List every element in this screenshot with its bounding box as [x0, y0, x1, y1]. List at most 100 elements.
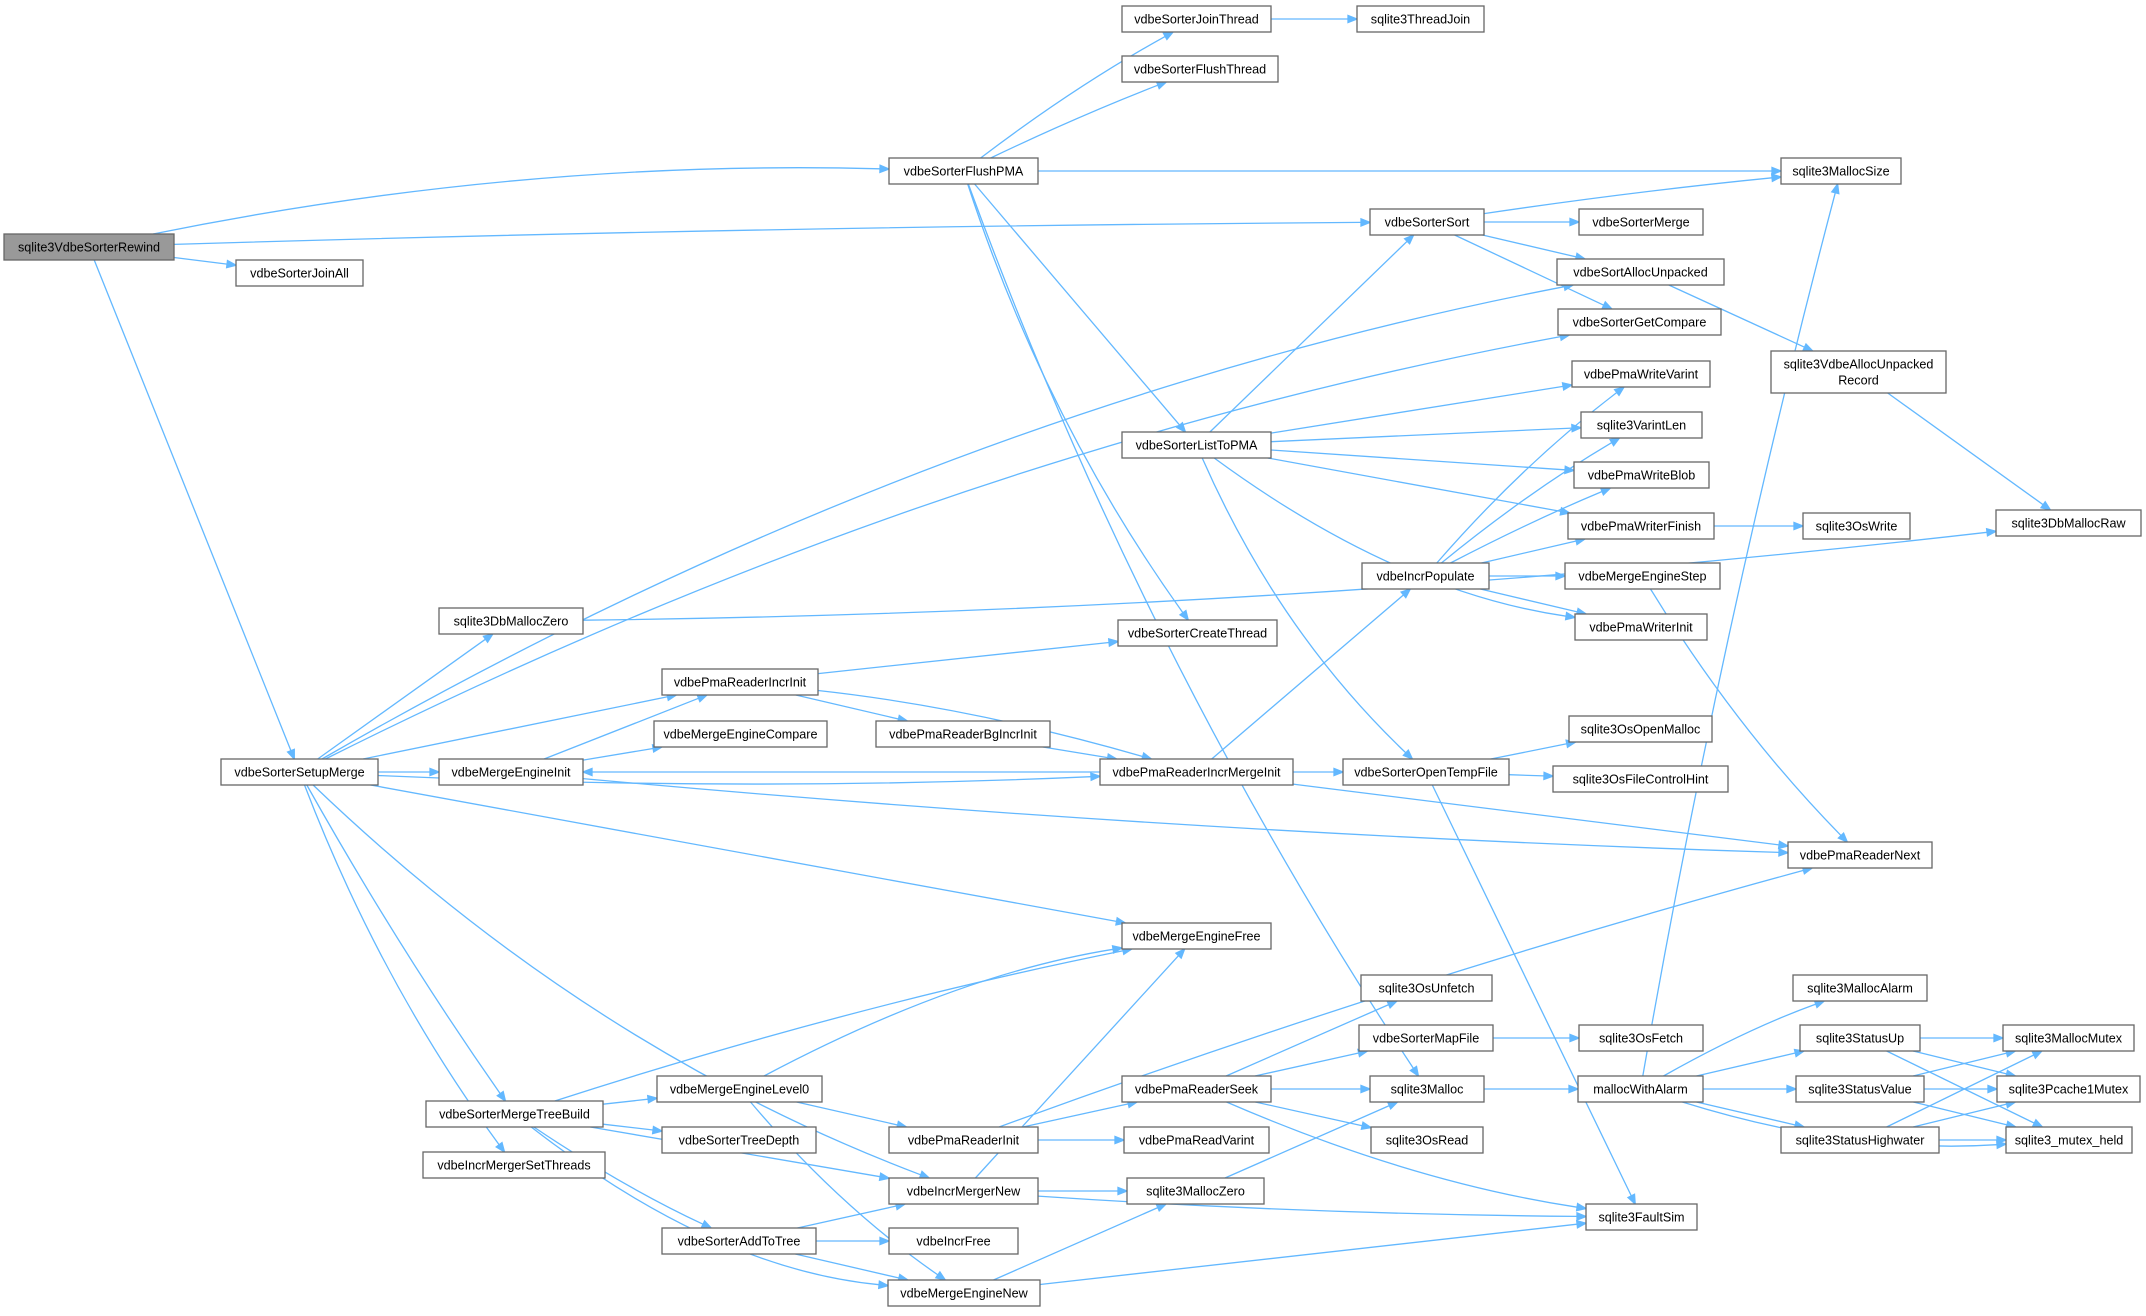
node-vdbePmaWriteBlob[interactable]: vdbePmaWriteBlob: [1573, 461, 1710, 489]
node-vdbeSorterOpenTempFile[interactable]: vdbeSorterOpenTempFile: [1342, 758, 1510, 786]
node-sqlite3OsUnfetch[interactable]: sqlite3OsUnfetch: [1360, 974, 1493, 1002]
node-box: [235, 259, 364, 287]
node-sqlite3ThreadJoin[interactable]: sqlite3ThreadJoin: [1356, 5, 1485, 33]
edge-line: [990, 84, 1159, 159]
node-vdbeSorterCreateThread[interactable]: vdbeSorterCreateThread: [1117, 619, 1278, 647]
node-sqlite3StatusHighwater[interactable]: sqlite3StatusHighwater: [1780, 1126, 1940, 1154]
node-vdbeSorterJoinThread[interactable]: vdbeSorterJoinThread: [1121, 5, 1272, 33]
node-label: vdbeSorterFlushThread: [1134, 63, 1266, 77]
edge-line: [1490, 743, 1567, 760]
node-sqlite3OsWrite[interactable]: sqlite3OsWrite: [1802, 512, 1911, 540]
node-vdbeSortAllocUnpacked[interactable]: vdbeSortAllocUnpacked: [1556, 258, 1725, 286]
edge-line: [1254, 1052, 1359, 1077]
edge-line: [602, 1098, 649, 1105]
node-sqlite3FaultSim[interactable]: sqlite3FaultSim: [1585, 1203, 1698, 1231]
node-sqlite3MallocSize[interactable]: sqlite3MallocSize: [1780, 157, 1902, 185]
node-vdbePmaReaderInit[interactable]: vdbePmaReaderInit: [888, 1126, 1039, 1154]
node-vdbePmaReadVarint[interactable]: vdbePmaReadVarint: [1123, 1126, 1270, 1154]
node-vdbePmaWriterInit[interactable]: vdbePmaWriterInit: [1574, 613, 1708, 641]
node-vdbeSorterListToPMA[interactable]: vdbeSorterListToPMA: [1121, 431, 1272, 459]
arrowhead-icon: [1575, 1202, 1588, 1212]
edge-line: [1042, 746, 1108, 759]
node-vdbeMergeEngineFree[interactable]: vdbeMergeEngineFree: [1121, 922, 1272, 950]
node-sqlite3OsOpenMalloc[interactable]: sqlite3OsOpenMalloc: [1568, 715, 1713, 743]
node-sqlite3MallocAlarm[interactable]: sqlite3MallocAlarm: [1792, 974, 1928, 1002]
node-box: [1121, 922, 1272, 950]
node-sqlite3OsRead[interactable]: sqlite3OsRead: [1370, 1126, 1484, 1154]
node-vdbeMergeEngineInit[interactable]: vdbeMergeEngineInit: [438, 758, 584, 786]
node-sqlite3MallocZero[interactable]: sqlite3MallocZero: [1126, 1177, 1265, 1205]
node-vdbeSorterAddToTree[interactable]: vdbeSorterAddToTree: [661, 1227, 817, 1255]
node-box: [1578, 1024, 1704, 1052]
node-vdbeIncrPopulate[interactable]: vdbeIncrPopulate: [1361, 562, 1490, 590]
node-label: vdbePmaWriterFinish: [1581, 520, 1701, 534]
node-label: vdbePmaWriterInit: [1589, 621, 1693, 635]
node-sqlite3StatusUp[interactable]: sqlite3StatusUp: [1799, 1024, 1921, 1052]
node-label: sqlite3VdbeSorterRewind: [18, 241, 160, 255]
node-vdbeIncrMergerNew[interactable]: vdbeIncrMergerNew: [888, 1177, 1039, 1205]
node-vdbeSorterFlushThread[interactable]: vdbeSorterFlushThread: [1121, 55, 1279, 83]
node-vdbePmaWriteVarint[interactable]: vdbePmaWriteVarint: [1571, 360, 1711, 388]
node-sqlite3VdbeSorterRewind[interactable]: sqlite3VdbeSorterRewind: [3, 233, 175, 261]
arrowhead-icon: [1626, 1193, 1636, 1206]
arrowhead-icon: [934, 1270, 947, 1282]
edge-line: [1696, 1101, 1796, 1126]
edge-line: [1431, 784, 1632, 1197]
node-label: vdbeIncrMergerNew: [907, 1185, 1021, 1199]
node-vdbeSorterMergeTreeBuild[interactable]: vdbeSorterMergeTreeBuild: [425, 1100, 604, 1128]
edge-line: [173, 256, 228, 265]
node-vdbePmaReaderBgIncrInit[interactable]: vdbePmaReaderBgIncrInit: [875, 720, 1051, 748]
node-vdbeMergeEngineStep[interactable]: vdbeMergeEngineStep: [1564, 562, 1721, 590]
node-vdbeIncrFree[interactable]: vdbeIncrFree: [888, 1227, 1019, 1255]
call-edge-vdbeMergeEngineLevel0-to-vdbePmaReaderInit: [796, 1101, 909, 1130]
node-vdbeSorterSetupMerge[interactable]: vdbeSorterSetupMerge: [220, 758, 379, 786]
call-edge-vdbeSorterListToPMA-to-vdbeSorterSort: [1209, 233, 1415, 433]
arrowhead-icon: [1402, 749, 1414, 761]
node-label: sqlite3DbMallocRaw: [2011, 517, 2126, 531]
node-sqlite3DbMallocZero[interactable]: sqlite3DbMallocZero: [438, 607, 584, 635]
arrowhead-icon: [1403, 233, 1415, 245]
node-sqlite3VarintLen[interactable]: sqlite3VarintLen: [1580, 411, 1703, 439]
node-vdbePmaReaderIncrInit[interactable]: vdbePmaReaderIncrInit: [661, 668, 819, 696]
node-label: sqlite3OsWrite: [1816, 520, 1898, 534]
call-edge-vdbeSorterSetupMerge-to-vdbeMergeEngineInit: [378, 767, 441, 777]
call-edge-vdbeSorterFlushPMA-to-vdbeSorterFlushThread: [990, 81, 1168, 159]
node-vdbeSorterGetCompare[interactable]: vdbeSorterGetCompare: [1557, 308, 1722, 336]
node-sqlite3OsFileControlHint[interactable]: sqlite3OsFileControlHint: [1552, 765, 1729, 793]
node-sqlite3MallocMutex[interactable]: sqlite3MallocMutex: [2002, 1024, 2135, 1052]
node-label: vdbePmaReaderInit: [908, 1134, 1020, 1148]
node-sqlite3StatusValue[interactable]: sqlite3StatusValue: [1795, 1075, 1925, 1103]
call-edge-sqlite3VdbeSorterRewind-to-vdbeSorterSort: [173, 217, 1372, 246]
node-box: [220, 758, 379, 786]
node-vdbePmaReaderSeek[interactable]: vdbePmaReaderSeek: [1121, 1075, 1272, 1103]
node-vdbeSorterMerge[interactable]: vdbeSorterMerge: [1578, 208, 1704, 236]
node-vdbeSorterFlushPMA[interactable]: vdbeSorterFlushPMA: [888, 157, 1039, 185]
node-sqlite3Malloc[interactable]: sqlite3Malloc: [1369, 1075, 1485, 1103]
edge-line: [321, 286, 1565, 760]
arrowhead-icon: [495, 1141, 506, 1154]
node-box: [1117, 619, 1278, 647]
node-vdbePmaReaderNext[interactable]: vdbePmaReaderNext: [1787, 841, 1933, 869]
edge-line: [370, 784, 1117, 923]
node-vdbeMergeEngineNew[interactable]: vdbeMergeEngineNew: [887, 1279, 1041, 1307]
node-sqlite3DbMallocRaw[interactable]: sqlite3DbMallocRaw: [1995, 509, 2142, 537]
node-vdbeMergeEngineCompare[interactable]: vdbeMergeEngineCompare: [653, 720, 828, 748]
node-box: [1568, 715, 1713, 743]
node-box: [425, 1100, 604, 1128]
node-vdbePmaWriterFinish[interactable]: vdbePmaWriterFinish: [1567, 512, 1715, 540]
edge-line: [1508, 774, 1545, 777]
node-sqlite3OsFetch[interactable]: sqlite3OsFetch: [1578, 1024, 1704, 1052]
node-sqlite3Pcache1Mutex[interactable]: sqlite3Pcache1Mutex: [1996, 1075, 2141, 1103]
node-vdbeMergeEngineLevel0[interactable]: vdbeMergeEngineLevel0: [656, 1075, 823, 1103]
node-vdbeSorterMapFile[interactable]: vdbeSorterMapFile: [1358, 1024, 1494, 1052]
node-vdbeIncrMergerSetThreads[interactable]: vdbeIncrMergerSetThreads: [422, 1151, 606, 1179]
node-vdbePmaReaderIncrMergeInit[interactable]: vdbePmaReaderIncrMergeInit: [1099, 758, 1294, 786]
arrowhead-icon: [1802, 342, 1815, 352]
node-sqlite3_mutex_held[interactable]: sqlite3_mutex_held: [2005, 1126, 2133, 1154]
node-vdbeSorterTreeDepth[interactable]: vdbeSorterTreeDepth: [661, 1126, 817, 1154]
node-vdbeSorterSort[interactable]: vdbeSorterSort: [1369, 208, 1485, 236]
node-mallocWithAlarm[interactable]: mallocWithAlarm: [1577, 1075, 1704, 1103]
edge-line: [1912, 1103, 2007, 1128]
node-vdbeSorterJoinAll[interactable]: vdbeSorterJoinAll: [235, 259, 364, 287]
